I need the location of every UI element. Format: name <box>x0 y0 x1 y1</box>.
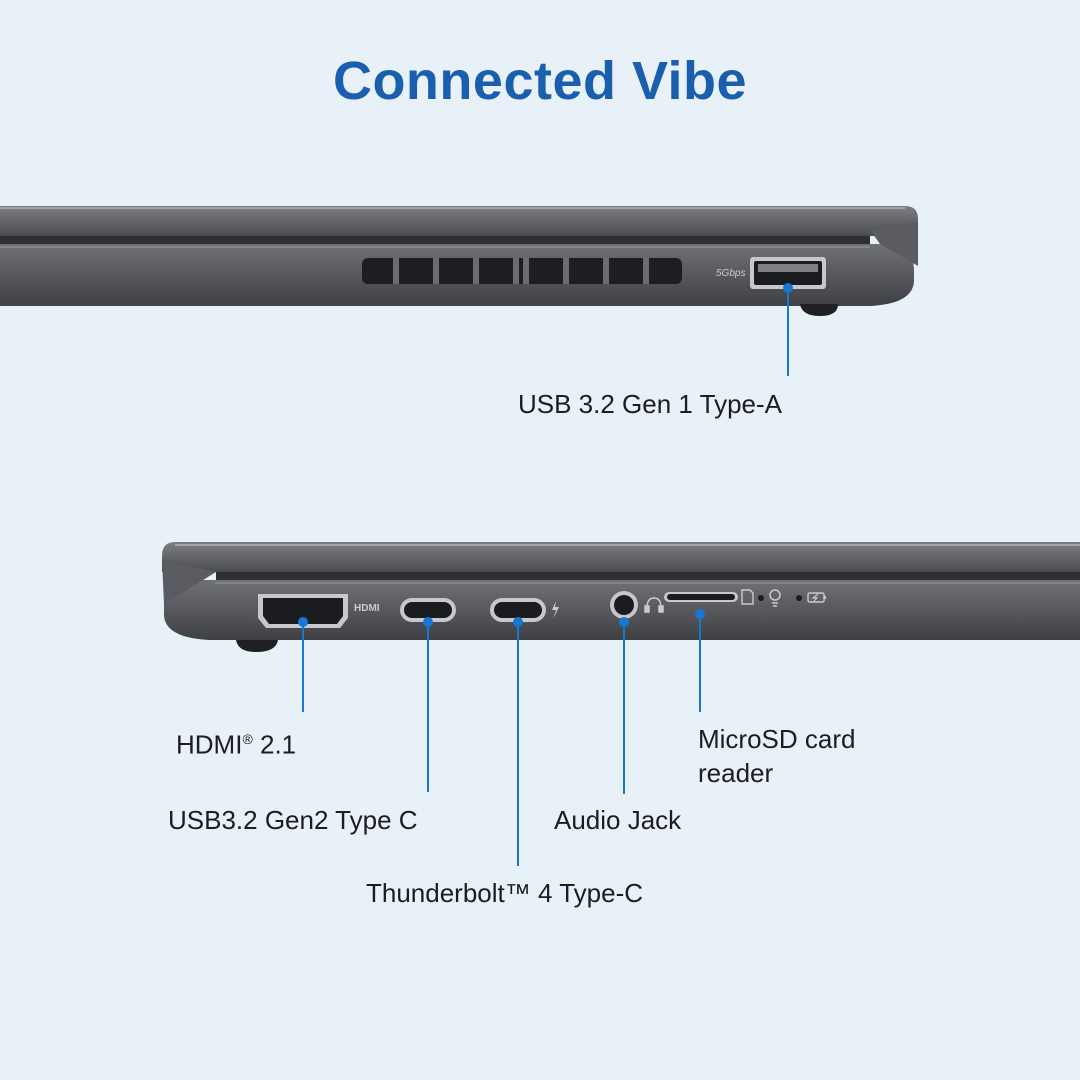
charge-led <box>796 595 802 601</box>
speed-marking: 5Gbps <box>716 268 745 279</box>
lightning-icon <box>552 601 559 619</box>
page-title: Connected Vibe <box>332 51 748 111</box>
dot-hdmi <box>298 617 308 627</box>
thunderbolt-port-icon <box>490 598 546 622</box>
label-usb-c: USB3.2 Gen2 Type C <box>168 805 418 835</box>
laptop-left-side <box>162 542 1080 652</box>
hdmi-port-icon <box>258 594 348 628</box>
battery-icon <box>807 592 826 603</box>
status-led <box>758 595 764 601</box>
dot-audio <box>619 617 629 627</box>
label-hdmi-text: HDMI <box>176 729 243 760</box>
label-hdmi-reg: ® <box>242 731 253 747</box>
hdmi-marking: HDMI <box>354 603 380 614</box>
lightbulb-icon <box>769 589 781 607</box>
label-microsd-line2: reader <box>698 758 774 788</box>
audio-jack-icon <box>610 591 638 619</box>
microsd-slot-icon <box>664 592 738 602</box>
sd-card-icon <box>741 589 754 605</box>
usb-c-port-icon <box>400 598 456 622</box>
label-hdmi-version: 2.1 <box>260 729 297 760</box>
dot-microsd <box>695 609 705 619</box>
callout-lines <box>298 283 793 866</box>
label-hdmi: HDMI® 2.1 <box>176 722 296 762</box>
dot-thunderbolt <box>513 617 523 627</box>
label-thunderbolt: Thunderbolt™ 4 Type-C <box>366 878 643 908</box>
cooling-vent <box>362 258 682 284</box>
label-microsd: MicroSD card reader <box>698 722 855 790</box>
dot-usb-a <box>783 283 793 293</box>
usb-a-port-icon <box>750 257 826 289</box>
label-usb-a: USB 3.2 Gen 1 Type-A <box>518 389 782 419</box>
dot-usb-c <box>423 617 433 627</box>
label-microsd-line1: MicroSD card <box>698 724 856 754</box>
label-audio: Audio Jack <box>554 805 682 835</box>
headset-icon <box>644 597 664 613</box>
